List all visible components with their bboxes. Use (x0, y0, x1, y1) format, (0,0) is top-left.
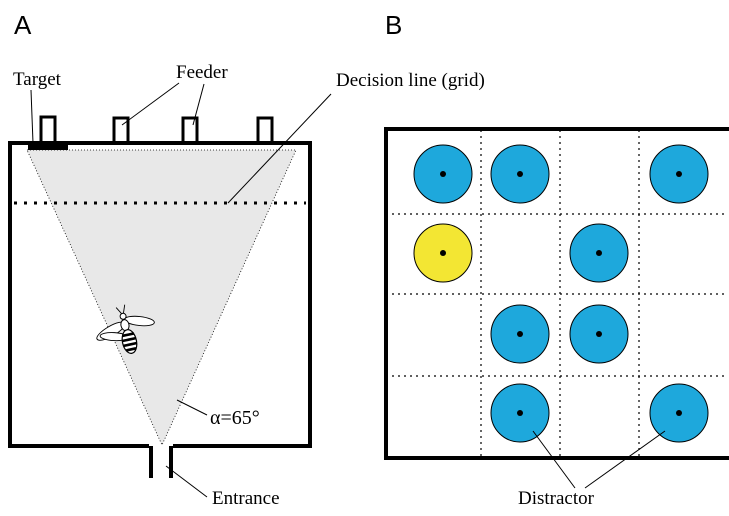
panel-a-letter: A (14, 10, 32, 40)
target-leader (30, 89, 34, 144)
feeder-tube (39, 115, 57, 143)
entrance-leader (165, 465, 208, 498)
panel-b-frame (384, 127, 729, 460)
feeder-tube (112, 116, 130, 143)
distractor-leader (532, 430, 576, 489)
feeder-leader (121, 82, 180, 126)
feeder-tube (181, 116, 199, 143)
stimulus-center-dot (596, 331, 602, 337)
stimulus-center-dot (440, 250, 446, 256)
entrance-tube (149, 446, 173, 478)
target-marker (28, 145, 68, 150)
viewing-cone (26, 149, 297, 446)
stimulus-center-dot (676, 410, 682, 416)
angle-label: α=65° (210, 407, 260, 429)
feeder-label: Feeder (176, 62, 228, 83)
distractor-leader (584, 430, 666, 489)
stimulus-center-dot (517, 410, 523, 416)
entrance-label: Entrance (212, 488, 280, 509)
feeder-tube (256, 116, 274, 143)
stimulus-center-dot (517, 331, 523, 337)
decision-line-label: Decision line (grid) (336, 70, 485, 91)
stimulus-center-dot (596, 250, 602, 256)
stimulus-grid (386, 130, 727, 458)
stimulus-center-dot (517, 171, 523, 177)
stimuli-group (413, 144, 709, 443)
panel-b-letter: B (385, 10, 402, 40)
bee-icon (96, 304, 155, 354)
target-label: Target (13, 69, 62, 90)
angle-leader (176, 399, 208, 416)
stimulus-center-dot (440, 171, 446, 177)
distractor-label: Distractor (518, 488, 595, 509)
feeder-leader (192, 83, 205, 126)
arena-wall (8, 141, 312, 448)
decision-line-leader (227, 93, 332, 204)
stimulus-center-dot (676, 171, 682, 177)
